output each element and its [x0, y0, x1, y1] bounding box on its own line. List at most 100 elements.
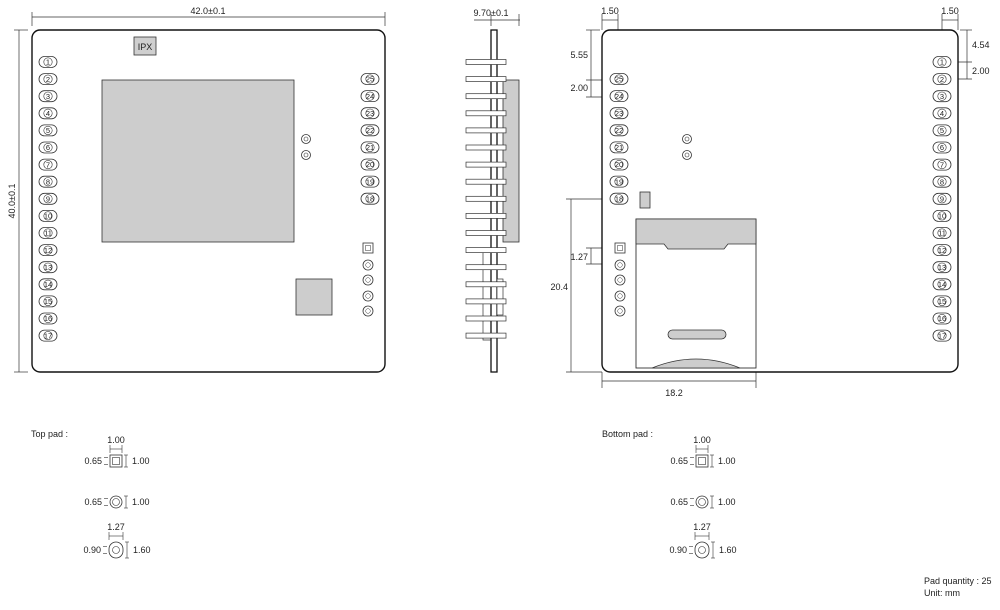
pin-number: 14: [44, 280, 52, 289]
pin-number: 20: [615, 160, 623, 169]
sim-card-holder: [635, 218, 757, 369]
pad-left-dim: 0.90: [83, 545, 101, 555]
side-pin: [465, 298, 507, 305]
pad-top-dim: 1.27: [107, 522, 125, 532]
top-height-dim: 40.0±0.1: [7, 184, 17, 219]
side-shield: [502, 79, 520, 243]
pin-number: 17: [938, 331, 946, 340]
top-pad-details: Top pad : 1.00 0.65 1.00 1.00 0.65 1.60 0.90 1.…: [31, 429, 151, 559]
pin-number: 7: [46, 160, 50, 169]
pin-number: 25: [615, 75, 623, 84]
dim-2-00-right: 2.00: [972, 66, 990, 76]
ipx-label: IPX: [138, 42, 153, 52]
dim-18-2: 18.2: [665, 388, 683, 398]
side-thickness-dim: 9.70±0.1: [474, 8, 509, 18]
side-pin: [465, 127, 507, 134]
pin-number: 12: [44, 246, 52, 255]
pin-number: 18: [366, 194, 374, 203]
pin-number: 10: [938, 212, 946, 221]
side-pin: [465, 213, 507, 219]
pin-number: 10: [44, 212, 52, 221]
pin-number: 24: [615, 92, 623, 101]
pin-number: 16: [938, 314, 946, 323]
pin-number: 3: [940, 92, 944, 101]
pin-number: 13: [938, 263, 946, 272]
pin-number: 1: [46, 58, 50, 67]
pin-number: 5: [940, 126, 944, 135]
side-pin: [465, 281, 507, 288]
pad-left-dim: 0.65: [670, 497, 688, 507]
dim-left-top: 1.50: [601, 6, 619, 16]
pin-number: 4: [940, 109, 944, 118]
pin-number: 17: [44, 331, 52, 340]
pin-number: 2: [940, 75, 944, 84]
side-pin: [465, 332, 507, 339]
side-pin: [465, 110, 507, 117]
pin-number: 11: [938, 229, 946, 238]
side-pin: [465, 178, 507, 185]
pad-top-dim: 1.00: [693, 435, 711, 445]
pin-number: 1: [940, 58, 944, 67]
dim-20-4: 20.4: [550, 282, 568, 292]
pin-number: 5: [46, 126, 50, 135]
pin-number: 20: [366, 160, 374, 169]
small-component: [295, 278, 333, 316]
pin-number: 14: [938, 280, 946, 289]
pin-number: 7: [940, 160, 944, 169]
pin-number: 8: [46, 177, 50, 186]
side-pin: [465, 161, 507, 168]
pin-number: 19: [615, 177, 623, 186]
pin-number: 13: [44, 263, 52, 272]
pad-right-dim: 1.00: [132, 497, 150, 507]
pin-number: 22: [366, 126, 374, 135]
dim-right-top: 1.50: [941, 6, 959, 16]
pad-top-dim: 1.27: [693, 522, 711, 532]
pin-number: 3: [46, 92, 50, 101]
dim-4-54: 4.54: [972, 40, 990, 50]
top-pad-title: Top pad :: [31, 429, 68, 439]
dim-1-27: 1.27: [570, 252, 588, 262]
pad-right-dim: 1.00: [718, 497, 736, 507]
pin-number: 16: [44, 314, 52, 323]
pin-number: 6: [46, 143, 50, 152]
pad-left-dim: 0.65: [670, 456, 688, 466]
top-width-dim: 42.0±0.1: [191, 6, 226, 16]
pin-number: 21: [615, 143, 623, 152]
pad-top-dim: 1.00: [107, 435, 125, 445]
pad-right-dim: 1.60: [133, 545, 151, 555]
pin-number: 18: [615, 194, 623, 203]
side-pin: [465, 315, 507, 322]
ipx-connector: [133, 36, 157, 56]
pin-number: 4: [46, 109, 50, 118]
pin-number: 25: [366, 75, 374, 84]
pad-quantity: Pad quantity : 25: [924, 576, 992, 586]
pin-number: 8: [940, 177, 944, 186]
pad-right-dim: 1.60: [719, 545, 737, 555]
side-pin: [465, 247, 507, 253]
pin-number: 15: [44, 297, 52, 306]
side-pin: [465, 144, 507, 151]
unit-label: Unit: mm: [924, 588, 960, 598]
pad-left-dim: 0.65: [84, 456, 102, 466]
dim-5-55: 5.55: [570, 50, 588, 60]
pin-number: 6: [940, 143, 944, 152]
pin-number: 15: [938, 297, 946, 306]
side-pin: [465, 230, 507, 236]
pin-number: 11: [44, 229, 52, 238]
side-pin: [465, 264, 507, 271]
bottom-pad-details: Bottom pad : 1.000.651.001.000.651.600.9…: [602, 429, 737, 559]
bottom-small-component: [639, 191, 651, 209]
side-pin: [465, 195, 507, 202]
pin-number: 23: [366, 109, 374, 118]
side-view: 9.70±0.1: [465, 8, 520, 373]
dim-2-00-left: 2.00: [570, 83, 588, 93]
pin-number: 9: [46, 195, 50, 204]
pin-number: 21: [366, 143, 374, 152]
pad-left-dim: 0.65: [84, 497, 102, 507]
pin-number: 22: [615, 126, 623, 135]
pad-right-dim: 1.00: [132, 456, 150, 466]
pad-left-dim: 0.90: [669, 545, 687, 555]
side-pin: [465, 59, 507, 65]
